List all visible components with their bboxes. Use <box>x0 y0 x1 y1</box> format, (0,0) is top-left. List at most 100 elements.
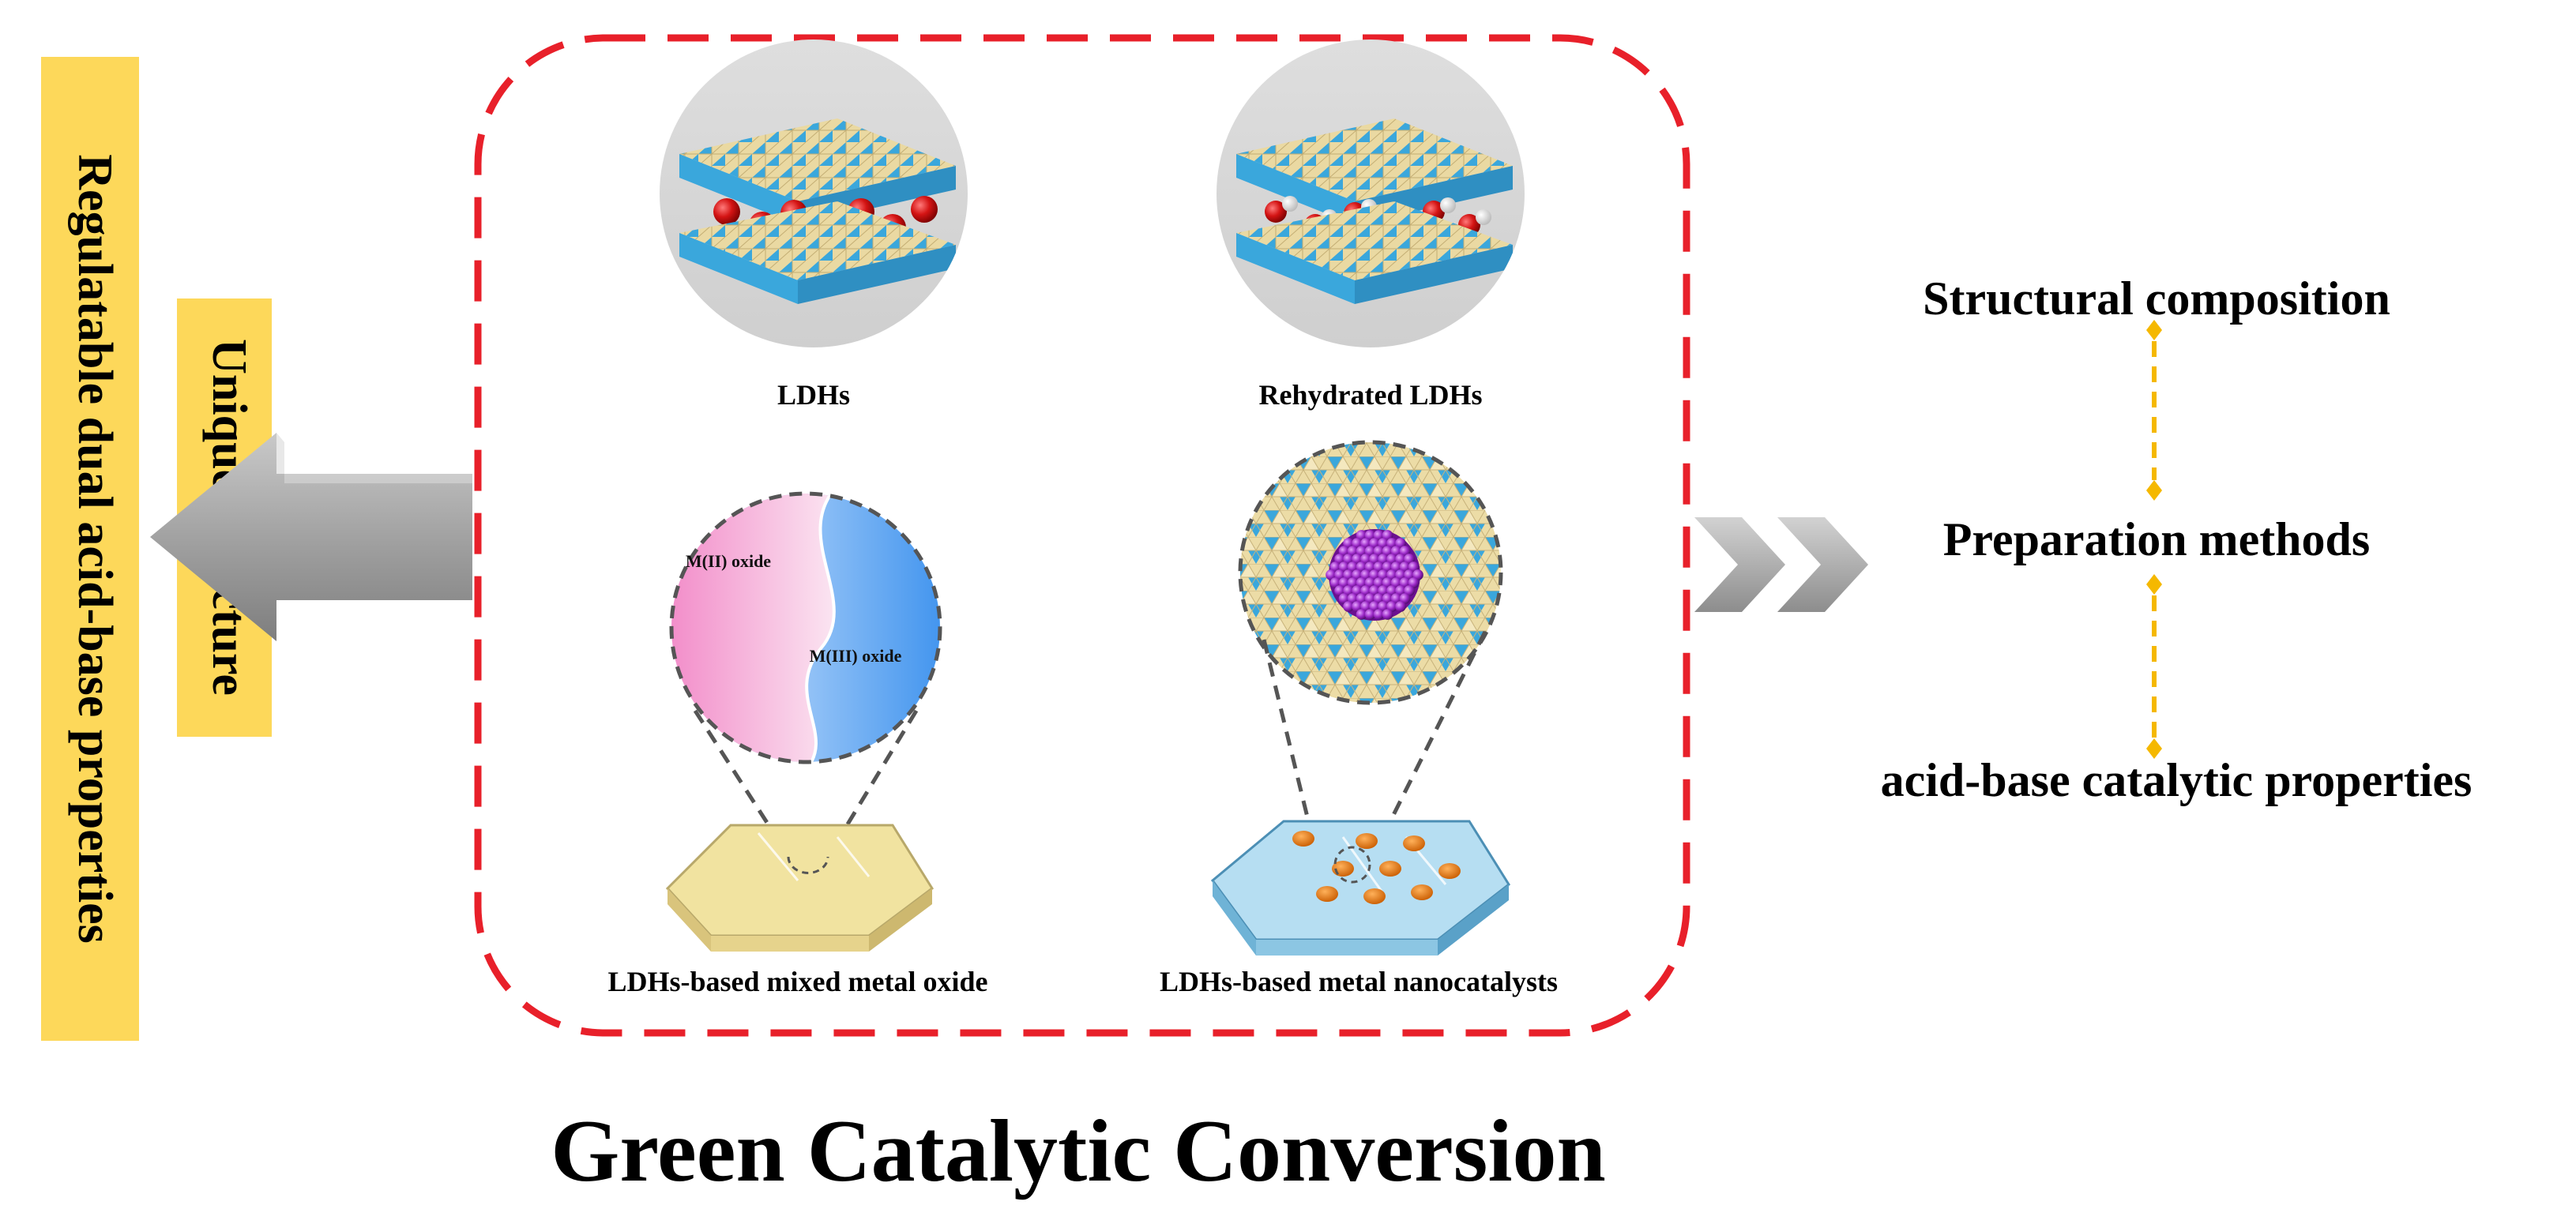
nanoparticle-atom <box>1412 569 1423 580</box>
nanoparticle-atom <box>1369 538 1380 549</box>
nanoparticle-atom <box>1378 569 1389 580</box>
nanoparticle-atom <box>1343 538 1354 549</box>
nanoparticle-atom <box>1390 577 1402 588</box>
nanoparticle-atom <box>1386 538 1397 549</box>
nanoparticle-atom <box>1386 585 1397 596</box>
nanoparticle-atom <box>1347 593 1359 604</box>
nanoparticle-atom <box>1373 593 1385 604</box>
nanoparticle-atom <box>1378 538 1389 549</box>
nanoparticle-atom <box>1343 554 1354 565</box>
nanoparticle-atom <box>1356 561 1367 573</box>
nanoparticle-atom <box>1360 554 1371 565</box>
nanoparticle-atom <box>1382 546 1393 557</box>
nanocatalyst-zoom <box>1238 440 1503 705</box>
nanoparticle-atom <box>1373 561 1385 573</box>
ldh-structure-illustration <box>660 39 968 347</box>
nanoparticle-atom <box>1356 577 1367 588</box>
nanoparticle-atom <box>1334 569 1345 580</box>
nanoparticle-atom <box>1395 569 1406 580</box>
nanoparticle-atom <box>1404 569 1415 580</box>
nanoparticle-atom <box>1390 593 1402 604</box>
nanoparticle-atom <box>1343 601 1354 612</box>
nanoparticle-atom <box>1408 577 1420 588</box>
nanoparticle-atom <box>1369 569 1380 580</box>
nanoparticle-atom <box>1364 546 1376 557</box>
nanoparticle-atom <box>1338 561 1350 573</box>
nanoparticle-atom <box>1378 585 1389 596</box>
nanoparticle-atom <box>1329 561 1341 573</box>
nanoparticle-atom <box>1352 554 1363 565</box>
rehydrated-ldh-caption: Rehydrated LDHs <box>1258 379 1482 411</box>
nanoparticle-atom <box>1382 609 1393 620</box>
nanoparticle-atom <box>1369 554 1380 565</box>
mixed-oxide-zoom: M(II) oxide M(III) oxide <box>669 491 942 764</box>
nanoparticle-atom <box>1360 538 1371 549</box>
nanoparticle-atom <box>1352 538 1363 549</box>
nanoparticle-atom <box>1399 593 1411 604</box>
connector-bottom <box>2146 574 2162 759</box>
nanoparticle-atom <box>1382 577 1393 588</box>
nanoparticle-atom <box>1390 561 1402 573</box>
nanoparticle-atom <box>1334 554 1345 565</box>
nanoparticle-atom <box>1338 577 1350 588</box>
nanoparticle-atom <box>1360 569 1371 580</box>
nanoparticle-atom <box>1369 585 1380 596</box>
nanoparticle-atom <box>1378 554 1389 565</box>
nanoparticle-atom <box>1352 601 1363 612</box>
left-arrow <box>150 433 472 641</box>
nanoparticle-atom <box>1373 530 1385 541</box>
nanoparticle-atom <box>1364 593 1376 604</box>
m3-oxide-label: M(III) oxide <box>810 646 902 666</box>
nanocatalyst-plate <box>1210 820 1510 956</box>
flow-acid-base-properties: acid-base catalytic properties <box>1881 754 2473 806</box>
nanoparticle-atom <box>1364 561 1376 573</box>
nanoparticle-atom <box>1326 569 1337 580</box>
outer-vertical-label-text: Regulatable dual acid-base properties <box>68 154 122 943</box>
nanoparticle-atom <box>1404 554 1415 565</box>
nanoparticle-atom <box>1395 601 1406 612</box>
nanoparticle-atom <box>1399 561 1411 573</box>
outer-vertical-label: Regulatable dual acid-base properties <box>41 57 139 1041</box>
nanoparticle-atom <box>1390 546 1402 557</box>
nanoparticle-atom <box>1356 593 1367 604</box>
flow-structural-composition: Structural composition <box>1923 272 2390 325</box>
nanoparticle-atom <box>1399 577 1411 588</box>
nanoparticle-atom <box>1395 538 1406 549</box>
nanoparticle-atom <box>1356 530 1367 541</box>
nanoparticle-atom <box>1399 546 1411 557</box>
rehydrated-ldh-illustration <box>1217 39 1525 347</box>
nanoparticle-atom <box>1382 593 1393 604</box>
nanoparticle-atom <box>1347 546 1359 557</box>
nanoparticle-atom <box>1347 561 1359 573</box>
nanocatalyst-caption: LDHs-based metal nanocatalysts <box>1160 966 1558 997</box>
nanoparticle-atom <box>1386 554 1397 565</box>
nanoparticle-atom <box>1386 601 1397 612</box>
nanoparticle-atom <box>1356 609 1367 620</box>
double-chevron-arrow <box>1694 517 1868 612</box>
nanoparticle-atom <box>1338 593 1350 604</box>
mixed-oxide-plate <box>665 824 935 952</box>
nanoparticle-atom <box>1373 609 1385 620</box>
nanoparticle-atom <box>1334 585 1345 596</box>
nanoparticle-atom <box>1343 585 1354 596</box>
nanoparticle-atom <box>1395 585 1406 596</box>
m2-oxide-label: M(II) oxide <box>686 551 771 571</box>
nanoparticle-atom <box>1369 601 1380 612</box>
nanoparticle-atom <box>1395 554 1406 565</box>
nanoparticle-atom <box>1364 609 1376 620</box>
nanoparticle-atom <box>1386 569 1397 580</box>
nanoparticle-atom <box>1356 546 1367 557</box>
nanoparticle-atom <box>1360 585 1371 596</box>
nanoparticle-atom <box>1352 585 1363 596</box>
nanoparticle-atom <box>1347 577 1359 588</box>
diagram-title: Green Catalytic Conversion <box>551 1102 1606 1200</box>
nanoparticle-atom <box>1382 530 1393 541</box>
metal-nanoparticle-cluster <box>1326 529 1423 621</box>
flow-preparation-methods: Preparation methods <box>1943 513 2371 565</box>
nanoparticle-atom <box>1382 561 1393 573</box>
nanoparticle-atom <box>1378 601 1389 612</box>
ldh-caption: LDHs <box>777 379 850 411</box>
nanoparticle-atom <box>1364 577 1376 588</box>
nanoparticle-atom <box>1343 569 1354 580</box>
